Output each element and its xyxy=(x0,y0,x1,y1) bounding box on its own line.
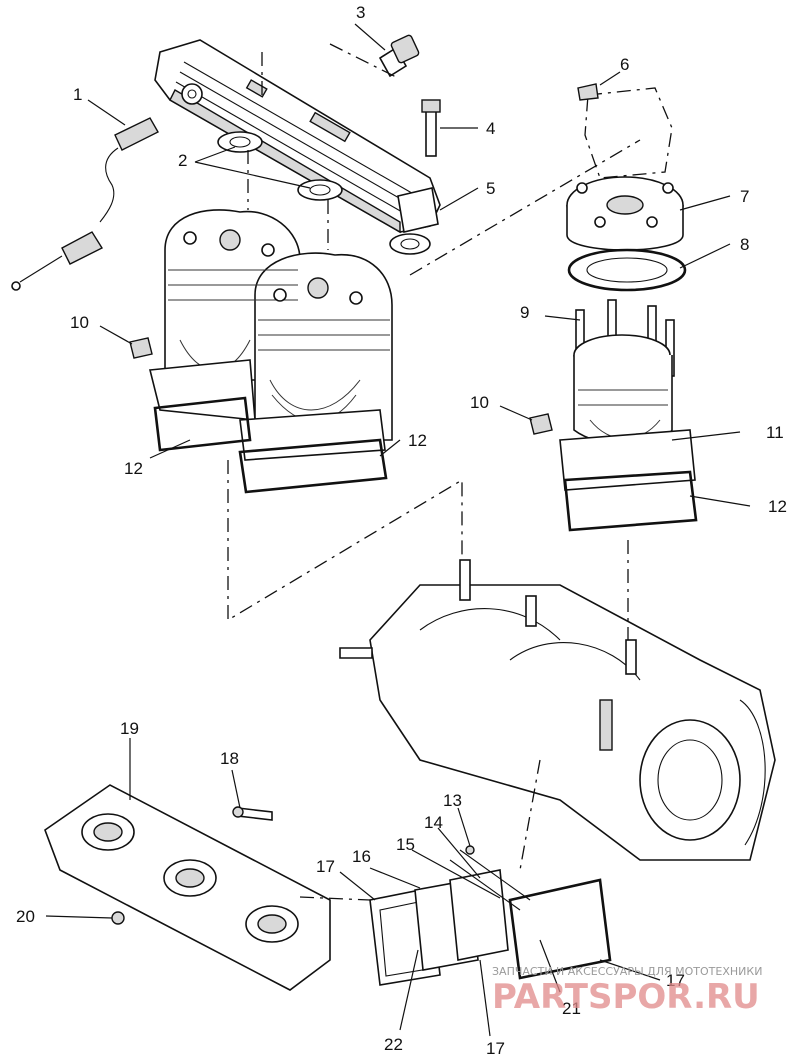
callout-15: 15 xyxy=(396,835,415,854)
callout-21: 21 xyxy=(562,999,581,1018)
base-gasket-right xyxy=(563,470,698,532)
intake-manifold-19 xyxy=(44,784,331,991)
callout-2: 2 xyxy=(178,151,187,170)
nut-20 xyxy=(111,911,125,925)
callout-10a: 10 xyxy=(70,313,89,332)
water-manifold xyxy=(154,39,441,234)
callout-18: 18 xyxy=(220,749,239,768)
callout-6: 6 xyxy=(620,55,629,74)
cylinder-head-7 xyxy=(566,83,684,251)
reed-cage-assembly xyxy=(369,845,612,986)
bolt-18 xyxy=(232,806,273,821)
watermark-tagline: ЗАПЧАСТИ И АКСЕССУАРЫ ДЛЯ МОТОТЕХНИКИ xyxy=(492,965,762,978)
bolt-4 xyxy=(421,99,441,157)
twin-cylinder-assembly xyxy=(148,209,393,461)
callout-11: 11 xyxy=(766,423,784,442)
callout-22: 22 xyxy=(384,1035,403,1054)
callout-7: 7 xyxy=(740,187,749,206)
callout-17a: 17 xyxy=(316,857,335,876)
callout-12a: 12 xyxy=(124,459,143,478)
callout-5: 5 xyxy=(486,179,495,198)
callout-14: 14 xyxy=(424,813,443,832)
callout-1: 1 xyxy=(73,85,82,104)
callout-10b: 10 xyxy=(470,393,489,412)
head-gasket-8 xyxy=(567,248,687,292)
callout-13: 13 xyxy=(443,791,462,810)
nuts-10 xyxy=(129,337,553,435)
assembly-centerlines xyxy=(227,43,641,901)
callout-4: 4 xyxy=(486,119,495,138)
crankcase xyxy=(339,559,776,861)
callout-labels: 1 2 3 4 5 6 7 8 9 10 10 11 12 12 12 13 1… xyxy=(16,3,787,1058)
callout-3: 3 xyxy=(356,3,365,22)
temperature-sensor-1 xyxy=(11,117,159,291)
callout-12b: 12 xyxy=(408,431,427,450)
callout-17b: 17 xyxy=(666,971,685,990)
fitting-3 xyxy=(378,34,420,78)
callout-20: 20 xyxy=(16,907,35,926)
base-gaskets-left xyxy=(153,396,388,494)
callout-8: 8 xyxy=(740,235,749,254)
callout-9: 9 xyxy=(520,303,529,322)
leader-lines xyxy=(45,23,751,1037)
callout-12c: 12 xyxy=(768,497,787,516)
callout-19: 19 xyxy=(120,719,139,738)
watermark-brand: PARTSPOR.RU xyxy=(492,977,760,1017)
manifold-gaskets-2 xyxy=(217,131,431,255)
watermark: ЗАПЧАСТИ И АКСЕССУАРЫ ДЛЯ МОТОТЕХНИКИ PA… xyxy=(492,965,762,1017)
callout-16: 16 xyxy=(352,847,371,866)
callout-17c: 17 xyxy=(486,1039,505,1058)
single-cylinder-11 xyxy=(559,299,696,491)
